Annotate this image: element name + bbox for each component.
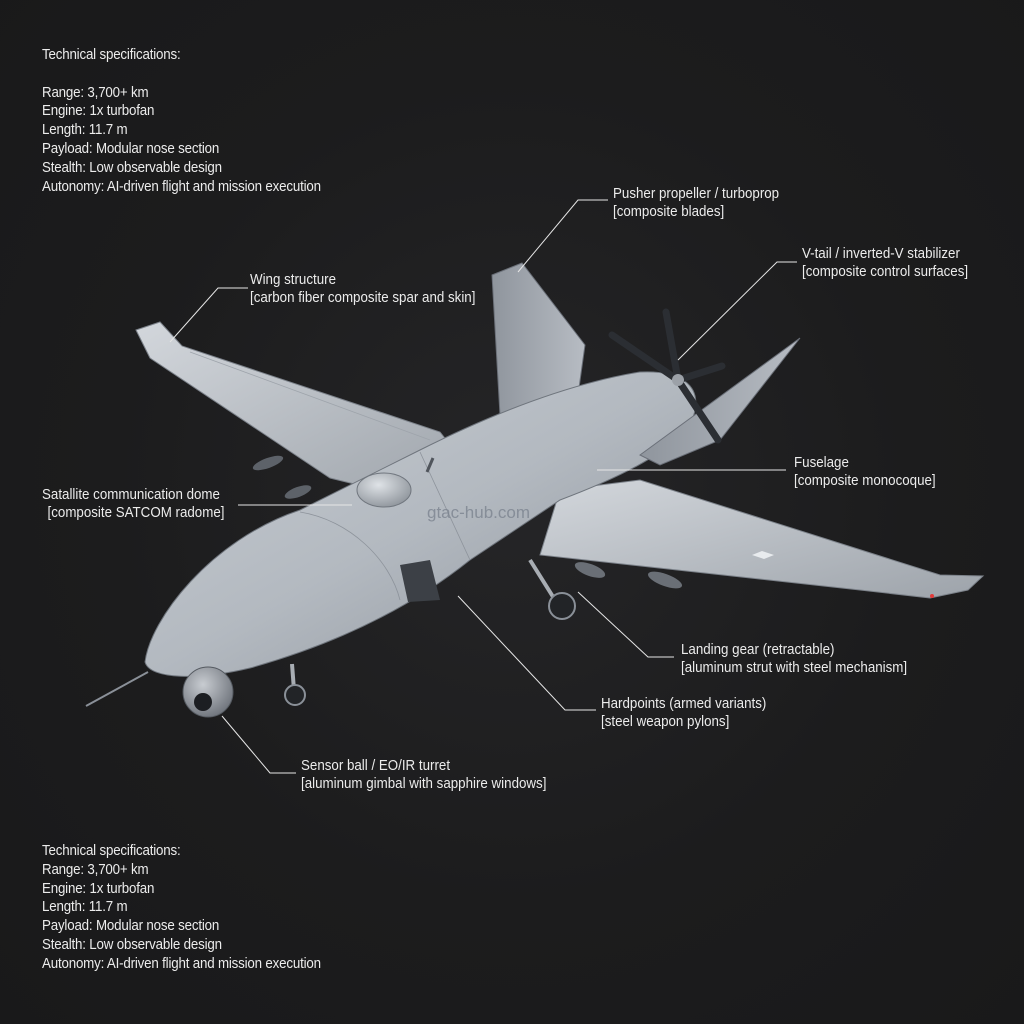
spec-engine: Engine: 1x turbofan bbox=[42, 880, 155, 897]
callout-sensor: Sensor ball / EO/IR turret [aluminum gim… bbox=[301, 757, 546, 793]
callout-vtail-material: [composite control surfaces] bbox=[802, 264, 969, 280]
specs-top: Technical specifications: Range: 3,700+ … bbox=[42, 46, 321, 196]
sensor-ball bbox=[182, 666, 234, 718]
callout-hardpoints: Hardpoints (armed variants) [steel weapo… bbox=[601, 695, 766, 731]
propeller bbox=[608, 308, 726, 444]
spec-engine: Engine: 1x turbofan bbox=[42, 103, 155, 120]
spec-stealth: Stealth: Low observable design bbox=[42, 159, 222, 176]
leader-lines bbox=[169, 199, 797, 774]
spec-autonomy: Autonomy: AI-driven flight and mission e… bbox=[42, 178, 321, 195]
tail-fin-upper bbox=[491, 262, 586, 416]
callout-propeller-material: [composite blades] bbox=[613, 204, 725, 220]
specs-bottom: Technical specifications: Range: 3,700+ … bbox=[42, 842, 321, 974]
nose-gear bbox=[284, 663, 306, 706]
spec-payload: Payload: Modular nose section bbox=[42, 918, 220, 935]
callout-fuselage-material: [composite monocoque] bbox=[794, 473, 936, 489]
callout-satcom-material: [composite SATCOM radome] bbox=[47, 505, 225, 521]
spec-range: Range: 3,700+ km bbox=[42, 84, 149, 101]
callout-propeller-name: Pusher propeller / turboprop bbox=[613, 186, 780, 202]
right-wing bbox=[539, 479, 985, 599]
callout-vtail-name: V-tail / inverted-V stabilizer bbox=[802, 246, 960, 262]
specs-bottom-title: Technical specifications: bbox=[42, 843, 181, 859]
callout-wing: Wing structure [carbon fiber composite s… bbox=[250, 271, 475, 307]
callout-sensor-name: Sensor ball / EO/IR turret bbox=[301, 758, 451, 774]
spec-length: Length: 11.7 m bbox=[42, 122, 128, 139]
callout-landing-gear-name: Landing gear (retractable) bbox=[681, 642, 835, 658]
watermark: gtac-hub.com bbox=[427, 503, 530, 522]
specs-top-title: Technical specifications: bbox=[42, 47, 181, 63]
callout-wing-name: Wing structure bbox=[250, 272, 337, 288]
callout-landing-gear-material: [aluminum strut with steel mechanism] bbox=[681, 660, 908, 676]
callout-hardpoints-material: [steel weapon pylons] bbox=[601, 714, 730, 730]
callout-fuselage: Fuselage [composite monocoque] bbox=[794, 454, 936, 490]
spec-length: Length: 11.7 m bbox=[42, 899, 128, 916]
callout-satcom-name: Satallite communication dome bbox=[42, 487, 220, 503]
callout-propeller: Pusher propeller / turboprop [composite … bbox=[613, 185, 779, 221]
satcom-dome bbox=[356, 472, 412, 508]
callout-fuselage-name: Fuselage bbox=[794, 455, 849, 471]
callout-wing-material: [carbon fiber composite spar and skin] bbox=[250, 290, 476, 306]
callout-landing-gear: Landing gear (retractable) [aluminum str… bbox=[681, 641, 907, 677]
main-gear bbox=[528, 558, 576, 620]
callout-satcom: Satallite communication dome [composite … bbox=[42, 486, 224, 522]
spec-stealth: Stealth: Low observable design bbox=[42, 936, 222, 953]
callout-hardpoints-name: Hardpoints (armed variants) bbox=[601, 696, 767, 712]
spec-payload: Payload: Modular nose section bbox=[42, 140, 220, 157]
callout-sensor-material: [aluminum gimbal with sapphire windows] bbox=[301, 776, 547, 792]
callout-vtail: V-tail / inverted-V stabilizer [composit… bbox=[802, 245, 968, 281]
spec-autonomy: Autonomy: AI-driven flight and mission e… bbox=[42, 955, 321, 972]
spec-range: Range: 3,700+ km bbox=[42, 861, 149, 878]
